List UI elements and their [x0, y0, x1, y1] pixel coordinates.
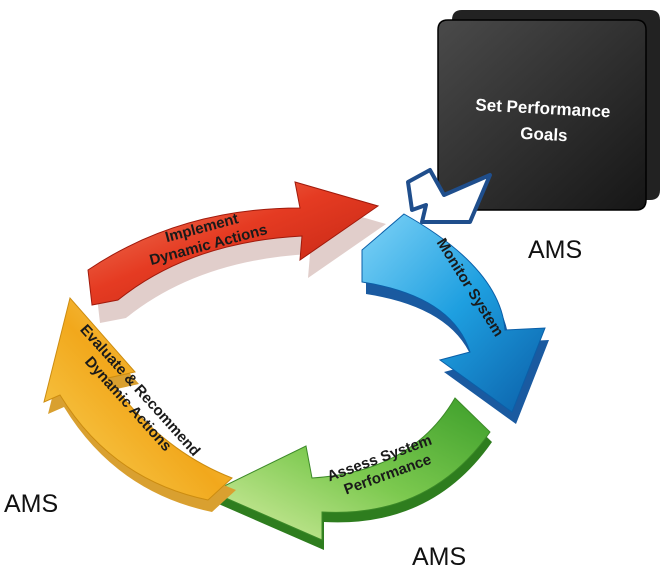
cycle-step-implement: Implement Dynamic Actions	[87, 181, 386, 323]
ams-label-assess: AMS	[412, 543, 467, 571]
goal-box: Set Performance Goals	[437, 10, 660, 211]
ams-label-evaluate: AMS	[4, 490, 59, 518]
monitor-arrow	[361, 213, 546, 413]
cycle-step-evaluate: Evaluate & Recommend Dynamic Actions	[43, 296, 236, 512]
cycle-step-monitor: Monitor System	[361, 213, 549, 424]
input-arrow	[406, 168, 492, 224]
goal-label-line-2: Goals	[520, 124, 568, 145]
cycle-step-assess: Assess System Performance	[210, 397, 492, 550]
assess-arrow	[210, 397, 491, 541]
ams-label-monitor: AMS	[528, 236, 583, 264]
evaluate-arrow	[43, 296, 233, 501]
implement-arrow	[87, 181, 380, 306]
